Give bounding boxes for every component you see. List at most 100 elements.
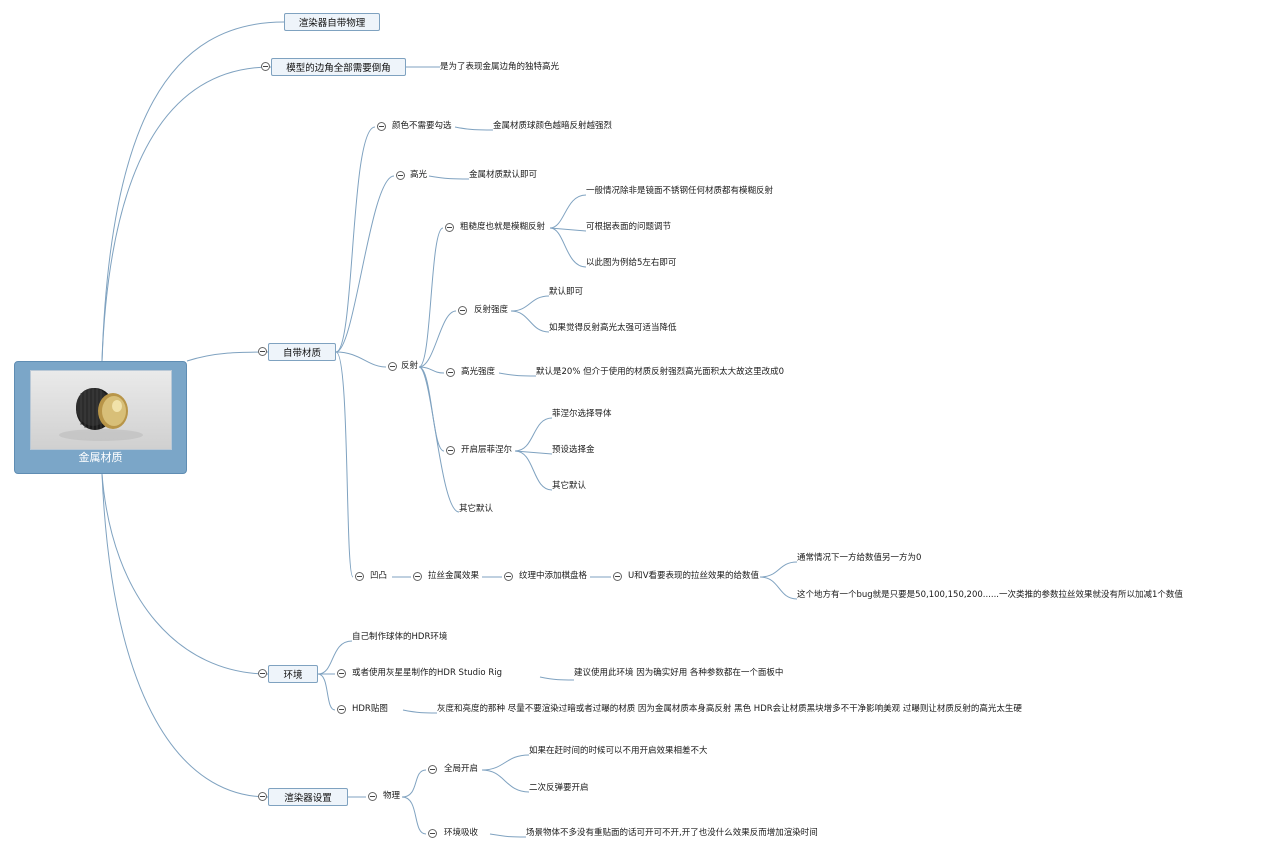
collapse-toggle-icon[interactable] [445,223,454,232]
connector-line [335,126,376,353]
node-specular-strength-note[interactable]: 默认是20% 但介于使用的材质反射强烈高光面积太大故这里改成0 [536,367,785,377]
node-hdr-studio-rig-note[interactable]: 建议使用此环境 因为确实好用 各种参数都在一个面板中 [574,668,784,678]
connector-line [514,450,553,491]
collapse-toggle-icon[interactable] [413,572,422,581]
connector-line [317,673,336,711]
node-ambient-occlusion-note[interactable]: 场景物体不多没有重贴面的话可开可不开,开了也没什么效果反而增加渲染时间 [526,828,818,838]
node-bevel-edges[interactable]: 模型的边角全部需要倒角 [271,58,406,76]
node-hdr-map-note[interactable]: 灰度和亮度的那种 尽量不要渲染过暗或者过曝的材质 因为金属材质本身高反射 黑色 … [437,704,1022,714]
node-roughness-note-3[interactable]: 以此图为例给5左右即可 [586,258,677,268]
node-reflection-other-default[interactable]: 其它默认 [459,504,494,514]
collapse-toggle-icon[interactable] [428,829,437,838]
connector-line [454,126,494,131]
node-gi-optional[interactable]: 如果在赶时间的时候可以不用开启效果相差不大 [529,746,708,756]
connector-line [101,66,272,362]
node-reflection[interactable]: 反射 [401,361,419,371]
collapse-toggle-icon[interactable] [613,572,622,581]
collapse-toggle-icon[interactable] [396,171,405,180]
connector-line [418,366,445,374]
node-reflection-strength[interactable]: 反射强度 [474,305,509,315]
node-reflection-strength-default[interactable]: 默认即可 [549,287,584,297]
node-bevel-reason[interactable]: 是为了表现金属边角的独特高光 [440,62,560,72]
node-uv-values[interactable]: U和V看要表现的拉丝效果的给数值 [628,571,760,581]
connector-line [101,21,285,362]
node-gi-secondary-bounce[interactable]: 二次反弹要开启 [529,783,589,793]
node-layer-fresnel[interactable]: 开启层菲涅尔 [461,445,513,455]
collapse-toggle-icon[interactable] [258,792,267,801]
collapse-toggle-icon[interactable] [458,306,467,315]
node-roughness-note-1[interactable]: 一般情况除非是镜面不锈钢任何材质都有模糊反射 [586,186,774,196]
connector-line [510,310,550,333]
node-specular[interactable]: 高光 [410,170,428,180]
node-add-checkerboard[interactable]: 纹理中添加棋盘格 [519,571,588,581]
connector-line [539,676,575,681]
node-renderer-settings[interactable]: 渲染器设置 [268,788,348,806]
node-uv-bug-note[interactable]: 这个地方有一个bug就是只要是50,100,150,200......一次类推的… [797,590,1183,600]
metal-knob-icon [59,388,143,441]
node-color-uncheck[interactable]: 颜色不需要勾选 [392,121,452,131]
node-renderer-physics[interactable]: 渲染器自带物理 [284,13,380,31]
node-ambient-occlusion[interactable]: 环境吸收 [444,828,479,838]
connector-line [549,227,587,268]
node-fresnel-preset-gold[interactable]: 预设选择金 [552,445,595,455]
collapse-toggle-icon[interactable] [446,368,455,377]
connector-line [402,709,438,714]
connector-line [489,833,527,838]
node-global-illumination[interactable]: 全局开启 [444,764,479,774]
collapse-toggle-icon[interactable] [388,362,397,371]
connector-line [759,576,798,600]
connector-line [498,372,537,377]
node-builtin-material[interactable]: 自带材质 [268,343,336,361]
connector-line [549,227,587,232]
node-bump[interactable]: 凹凸 [370,571,388,581]
collapse-toggle-icon[interactable] [258,669,267,678]
node-specular-default[interactable]: 金属材质默认即可 [469,170,538,180]
collapse-toggle-icon[interactable] [261,62,270,71]
collapse-toggle-icon[interactable] [428,765,437,774]
connector-line [317,640,353,675]
connector-line [401,796,427,835]
connector-line [510,295,550,312]
collapse-toggle-icon[interactable] [504,572,513,581]
connector-line [401,769,427,798]
connector-line [335,351,387,368]
connector-line [101,473,269,675]
connector-line [514,417,553,452]
node-fresnel-conductor[interactable]: 菲涅尔选择导体 [552,409,612,419]
node-roughness[interactable]: 粗糙度也就是模糊反射 [460,222,546,232]
node-reflection-strength-lower[interactable]: 如果觉得反射高光太强可适当降低 [549,323,677,333]
root-node-image [30,370,172,450]
root-node[interactable]: 金属材质 [14,361,187,474]
node-hdr-studio-rig[interactable]: 或者使用灰星星制作的HDR Studio Rig [352,668,502,678]
connector-line [428,175,470,180]
connector-line [418,310,457,368]
node-physical[interactable]: 物理 [383,791,401,801]
connector-line [335,351,354,578]
node-own-hdr-sphere[interactable]: 自己制作球体的HDR环境 [352,632,448,642]
node-roughness-note-2[interactable]: 可根据表面的问题调节 [586,222,672,232]
node-environment[interactable]: 环境 [268,665,318,683]
connector-line [101,473,269,798]
node-uv-one-zero[interactable]: 通常情况下一方给数值另一方为0 [797,553,922,563]
collapse-toggle-icon[interactable] [377,122,386,131]
connector-line [549,194,587,229]
collapse-toggle-icon[interactable] [337,705,346,714]
connector-line [418,366,460,513]
node-fresnel-other-default[interactable]: 其它默认 [552,481,587,491]
collapse-toggle-icon[interactable] [355,572,364,581]
node-hdr-map[interactable]: HDR贴图 [352,704,388,714]
connector-line [759,561,798,578]
collapse-toggle-icon[interactable] [337,669,346,678]
collapse-toggle-icon[interactable] [368,792,377,801]
collapse-toggle-icon[interactable] [258,347,267,356]
node-brushed-metal[interactable]: 拉丝金属效果 [428,571,480,581]
connector-line [514,450,553,455]
node-specular-strength[interactable]: 高光强度 [461,367,496,377]
connector-line [186,351,269,362]
connector-line [481,754,530,771]
collapse-toggle-icon[interactable] [446,446,455,455]
root-node-label: 金属材质 [78,451,123,464]
node-color-darker-stronger[interactable]: 金属材质球颜色越暗反射越强烈 [493,121,613,131]
